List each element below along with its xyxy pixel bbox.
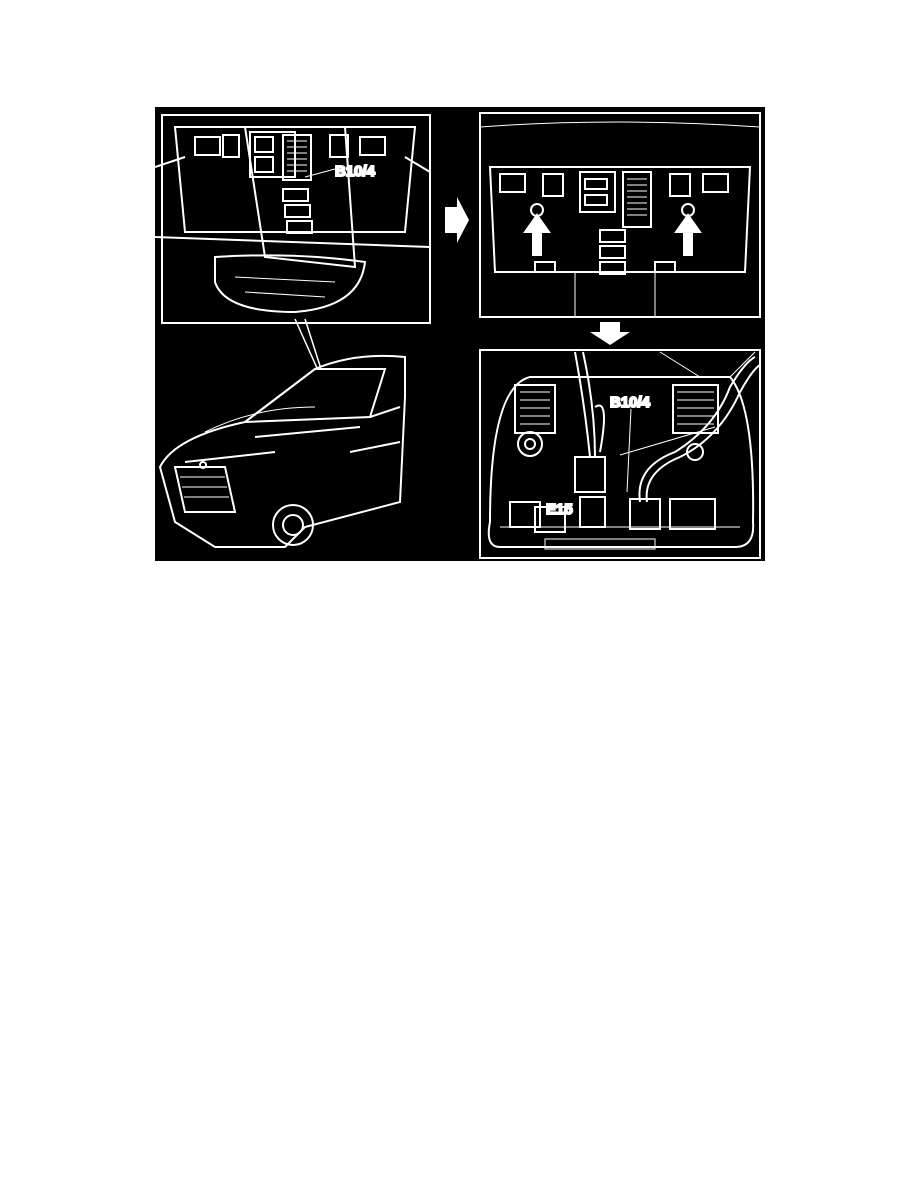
arrow-down-icon <box>590 322 630 345</box>
arrow-right-icon <box>445 197 469 243</box>
overhead-control-panel-illustration: B10/4 <box>155 107 765 561</box>
panel-console-cover-removed <box>479 112 761 318</box>
panel-console-interior <box>479 349 761 559</box>
label-e15: E15 <box>546 501 573 518</box>
label-b10-4-bottom: B10/4 <box>610 394 651 411</box>
label-b10-4-top: B10/4 <box>335 163 376 180</box>
panel-console-in-place <box>155 114 431 324</box>
car-illustration <box>158 354 406 548</box>
